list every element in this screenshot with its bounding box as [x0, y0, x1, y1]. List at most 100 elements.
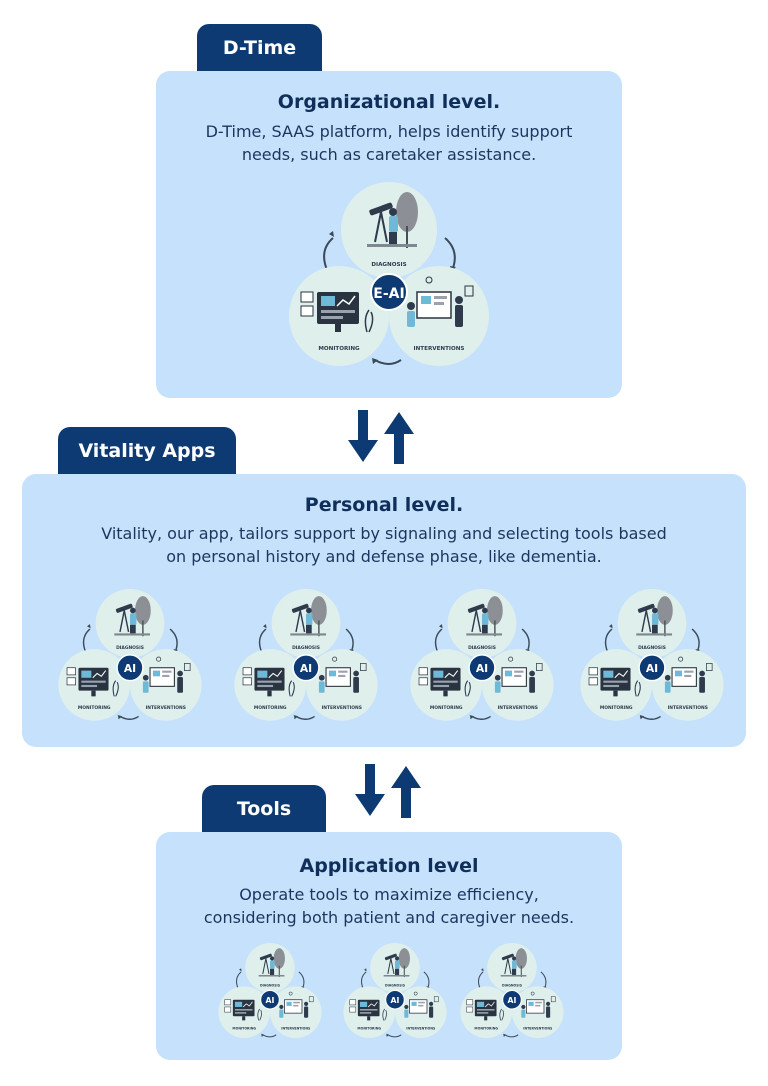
telescope-icon: [369, 202, 393, 216]
tree-icon: [273, 948, 285, 969]
ai-hub-circle: [385, 989, 405, 1010]
ai-hub-circle: [116, 654, 144, 682]
ai-hub-label: AI: [300, 662, 312, 675]
plant-icon: [464, 680, 471, 697]
curved-arrow-left: [434, 628, 443, 653]
monitoring-label: MONITORING: [78, 705, 111, 711]
ai-hub-circle: [502, 989, 522, 1010]
interventions-label: INTERVENTIONS: [322, 705, 362, 711]
clock-icon: [288, 991, 293, 996]
interventions-illustration: [494, 656, 543, 693]
interventions-illustration: [318, 656, 367, 693]
up-down-arrows-1: [348, 410, 414, 464]
arrowhead-left: [87, 624, 91, 629]
arrowhead-left: [364, 968, 367, 972]
person-icon: [407, 302, 415, 310]
diagnosis-label: DIAGNOSIS: [371, 262, 406, 268]
monitoring-label: MONITORING: [232, 1027, 256, 1031]
tree-icon: [657, 596, 673, 625]
monitoring-label: MONITORING: [600, 705, 633, 711]
person-icon: [270, 956, 275, 961]
interventions-illustration: [664, 656, 713, 693]
interventions-label: INTERVENTIONS: [668, 705, 708, 711]
person-icon: [130, 607, 136, 614]
personal-level-description: Vitality, our app, tailors support by si…: [22, 522, 746, 568]
whiteboard-icon: [409, 999, 428, 1014]
monitoring-illustration: [242, 667, 295, 697]
person-icon: [494, 674, 501, 681]
ai-hub-circle: [638, 654, 666, 682]
person-icon: [664, 674, 671, 681]
curved-arrow-right: [345, 628, 354, 651]
curved-arrow-bottom: [295, 715, 315, 720]
monitoring-illustration: [300, 291, 374, 333]
curved-arrow-left: [323, 237, 334, 271]
diagnosis-illustration: [258, 948, 285, 978]
arrowhead-bottom: [386, 1033, 390, 1037]
diagnosis-label: DIAGNOSIS: [502, 983, 523, 987]
cycle-arrows: [258, 624, 354, 720]
ai-hub-circle: [468, 654, 496, 682]
personal-level-title: Personal level.: [304, 494, 464, 516]
frame-icon: [308, 996, 314, 1003]
ai-hub-label: E-AI: [373, 286, 404, 302]
arrowhead-bottom: [261, 1033, 265, 1037]
person-icon: [306, 607, 312, 614]
clock-icon: [332, 656, 338, 662]
diagnosis-illustration: [367, 192, 418, 248]
ai-hub-label: AI: [266, 996, 275, 1005]
monitoring-label: MONITORING: [430, 705, 463, 711]
plant-icon: [257, 1008, 262, 1021]
application-desc-line-2: considering both patient and caregiver n…: [203, 908, 575, 927]
monitoring-label: MONITORING: [254, 705, 287, 711]
ai-hub-label: AI: [391, 996, 400, 1005]
arrowhead-left: [481, 968, 484, 972]
curved-arrow-right: [169, 628, 178, 651]
clock-icon: [508, 656, 514, 662]
telescope-icon: [637, 603, 655, 613]
person-icon: [318, 674, 325, 681]
ai-hub-circle: [370, 273, 408, 311]
monitoring-label: MONITORING: [474, 1027, 498, 1031]
interventions-label: INTERVENTIONS: [281, 1027, 311, 1031]
diagnosis-illustration: [636, 596, 673, 637]
curved-arrow-bottom: [374, 359, 402, 365]
tree-icon: [515, 948, 527, 969]
organizational-desc-line-2: needs, such as caretaker assistance.: [241, 145, 537, 164]
diagnosis-label: DIAGNOSIS: [468, 645, 496, 651]
personal-desc-line-2: on personal history and defense phase, l…: [166, 547, 602, 566]
chart-card-icon: [300, 291, 314, 303]
whiteboard-icon: [325, 667, 351, 687]
frame-icon: [360, 663, 367, 671]
tree-icon: [311, 596, 327, 625]
up-arrow: [391, 766, 421, 818]
diagnosis-label: DIAGNOSIS: [638, 645, 666, 651]
curved-arrow-right: [540, 971, 547, 988]
monitoring-label: MONITORING: [357, 1027, 381, 1031]
arrowhead-left: [239, 968, 242, 972]
personal-desc-line-1: Vitality, our app, tailors support by si…: [101, 524, 667, 543]
interventions-illustration: [521, 991, 556, 1018]
tab-d-time: D-Time: [197, 24, 322, 72]
person-icon: [512, 956, 517, 961]
diagnosis-illustration: [383, 948, 410, 978]
frame-icon: [706, 663, 713, 671]
curved-arrow-right: [444, 237, 456, 269]
curved-arrow-left: [258, 628, 267, 653]
diagnosis-illustration: [290, 596, 327, 637]
curved-arrow-right: [298, 971, 305, 988]
person-icon: [389, 208, 397, 216]
tree-icon: [398, 948, 410, 969]
telescope-icon: [501, 953, 514, 961]
curved-arrow-bottom: [119, 715, 139, 720]
chart-card-icon: [224, 999, 232, 1006]
interventions-label: INTERVENTIONS: [523, 1027, 553, 1031]
curved-arrow-left: [478, 971, 484, 989]
ai-hub-label: AI: [124, 662, 136, 675]
chart-card-icon: [349, 999, 357, 1006]
arrowhead-bottom: [372, 358, 378, 364]
organizational-level-description: D-Time, SAAS platform, helps identify su…: [156, 120, 622, 166]
